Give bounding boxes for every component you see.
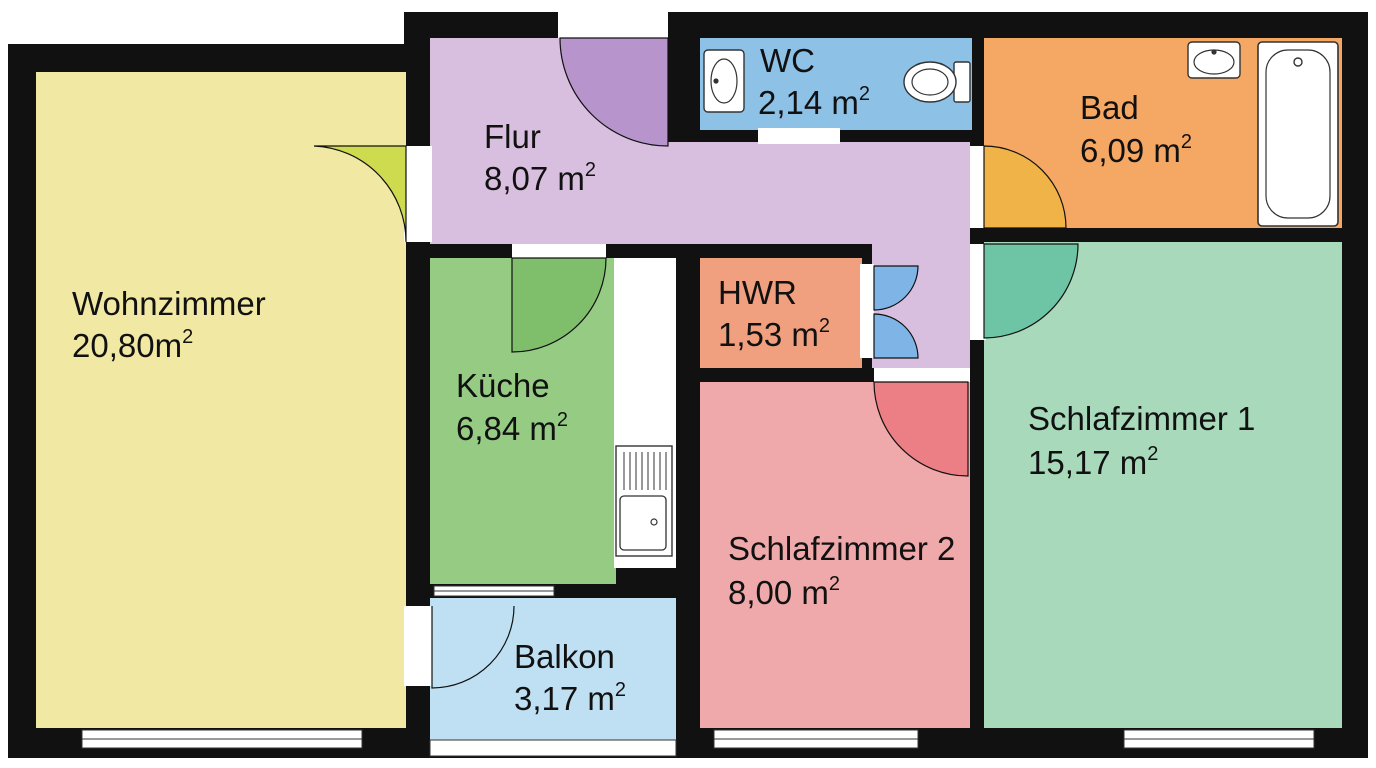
room-hwr — [700, 258, 862, 368]
balkon-name: Balkon — [514, 638, 615, 675]
hwr-name: HWR — [718, 274, 797, 311]
hwr-area: 1,53 m2 — [718, 315, 831, 353]
opening-flur-bad — [970, 146, 986, 228]
kueche-area: 6,84 m2 — [456, 409, 569, 447]
schlafzimmer-1-area: 15,17 m2 — [1028, 443, 1159, 481]
opening-living-balkon — [404, 606, 432, 686]
door-living[interactable] — [313, 145, 407, 243]
door-kitchen[interactable] — [511, 257, 607, 353]
wc-name: WC — [760, 42, 815, 79]
bathtub-icon — [1257, 41, 1339, 227]
door-hwr-top[interactable] — [873, 265, 919, 311]
door-flur-main[interactable] — [559, 37, 669, 147]
door-bed2[interactable] — [873, 381, 969, 477]
kueche-name: Küche — [456, 367, 550, 404]
opening-flur-kueche — [512, 244, 606, 258]
flur-name: Flur — [484, 118, 541, 155]
toilet-icon — [903, 61, 971, 103]
schlafzimmer-1-name: Schlafzimmer 1 — [1028, 400, 1256, 437]
schlafzimmer-2-area: 8,00 m2 — [728, 573, 841, 611]
wohnzimmer-name: Wohnzimmer — [72, 285, 266, 322]
bad-name: Bad — [1080, 89, 1139, 126]
schlafzimmer-2-name: Schlafzimmer 2 — [728, 530, 956, 567]
door-hwr-bottom[interactable] — [873, 313, 919, 359]
wc-sink-icon — [703, 49, 745, 113]
room-schlafzimmer-1 — [984, 242, 1342, 728]
opening-flur-wc — [758, 128, 840, 144]
room-balkon — [430, 598, 676, 740]
flur-area: 8,07 m2 — [484, 159, 597, 197]
wohnzimmer-area: 20,80m2 — [72, 326, 194, 364]
windows — [81, 585, 1315, 757]
kitchen-sink-icon — [615, 445, 673, 557]
window-balkon — [429, 739, 677, 757]
opening-living-flur — [404, 146, 432, 242]
opening-flur-bed1 — [970, 244, 986, 340]
door-bath[interactable] — [983, 145, 1067, 229]
balkon-area: 3,17 m2 — [514, 679, 627, 717]
door-balkon[interactable] — [431, 605, 515, 689]
door-bed1[interactable] — [983, 243, 1079, 339]
opening-flur-hwr — [860, 264, 874, 358]
opening-flur-bed2 — [874, 368, 970, 382]
wc-area: 2,14 m2 — [758, 83, 871, 121]
bath-sink-icon — [1187, 41, 1241, 79]
room-wohnzimmer — [36, 72, 406, 728]
bad-area: 6,09 m2 — [1080, 131, 1193, 169]
